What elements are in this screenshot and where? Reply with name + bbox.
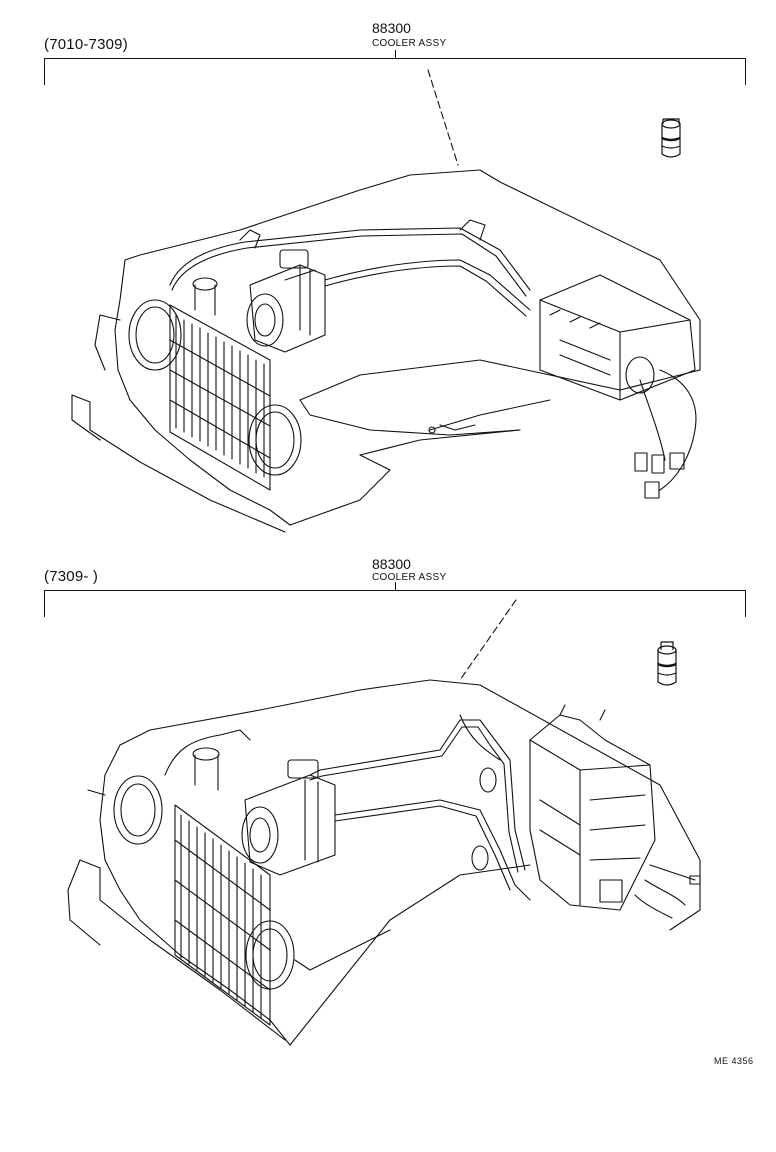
part-name: COOLER ASSY [372, 38, 447, 49]
cooler-assembly-drawing-late [60, 600, 720, 1070]
production-range-label: (7010-7309) [44, 36, 128, 53]
assembly-bracket [44, 50, 746, 85]
part-number: 88300 [372, 20, 411, 36]
part-name: COOLER ASSY [372, 572, 447, 583]
drier-icon [653, 640, 681, 688]
assembly-bracket [44, 582, 746, 617]
cooler-assembly-drawing-early [60, 70, 720, 540]
part-number: 88300 [372, 556, 411, 572]
production-range-label: (7309- ) [44, 568, 99, 585]
drier-icon [657, 116, 685, 160]
reference-code: ME 4356 [714, 1056, 754, 1066]
